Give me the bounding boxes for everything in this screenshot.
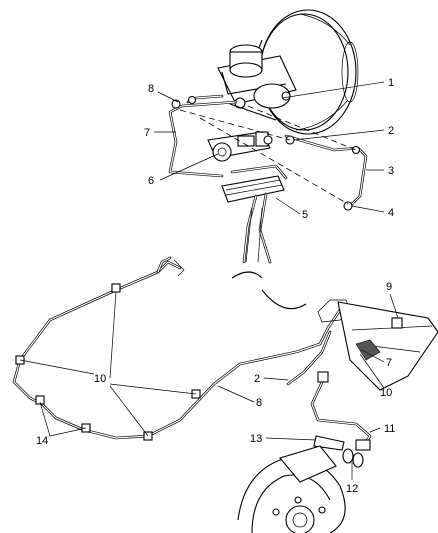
callout-7-lower: 7 [386, 357, 392, 369]
callout-14: 14 [36, 435, 48, 447]
brake-hose-icon [310, 371, 372, 468]
alignment-dashes [179, 105, 357, 205]
callout-labels: 1 2 3 4 5 6 7 8 9 7 10 2 8 10 11 13 12 1… [36, 77, 395, 495]
brake-line-routing-icon [12, 256, 353, 441]
callout-8: 8 [148, 83, 154, 95]
callout-2-lower: 2 [254, 373, 260, 385]
break-symbol [231, 271, 307, 310]
callout-2: 2 [388, 125, 394, 137]
combination-valve-icon [207, 131, 273, 162]
callout-11: 11 [384, 423, 395, 435]
callout-6: 6 [148, 175, 154, 187]
callout-9: 9 [386, 281, 392, 293]
callout-5: 5 [302, 209, 308, 221]
rear-disc-brake-icon [237, 445, 346, 533]
callout-10-left: 10 [94, 373, 106, 385]
callout-3: 3 [388, 165, 394, 177]
frame-rail-icon [337, 301, 438, 391]
callout-7: 7 [144, 127, 150, 139]
callout-1: 1 [388, 77, 394, 89]
callout-4: 4 [388, 207, 394, 219]
leader-lines [19, 81, 399, 480]
callout-13: 13 [250, 433, 262, 445]
callout-12: 12 [346, 483, 358, 495]
upper-brake-tubes [168, 94, 368, 211]
abs-junction-block-icon [221, 164, 288, 203]
callout-8-lower: 8 [256, 397, 262, 409]
callout-10-right: 10 [380, 387, 392, 399]
junction-down-tubes [242, 192, 272, 264]
master-cylinder-icon [217, 44, 297, 121]
